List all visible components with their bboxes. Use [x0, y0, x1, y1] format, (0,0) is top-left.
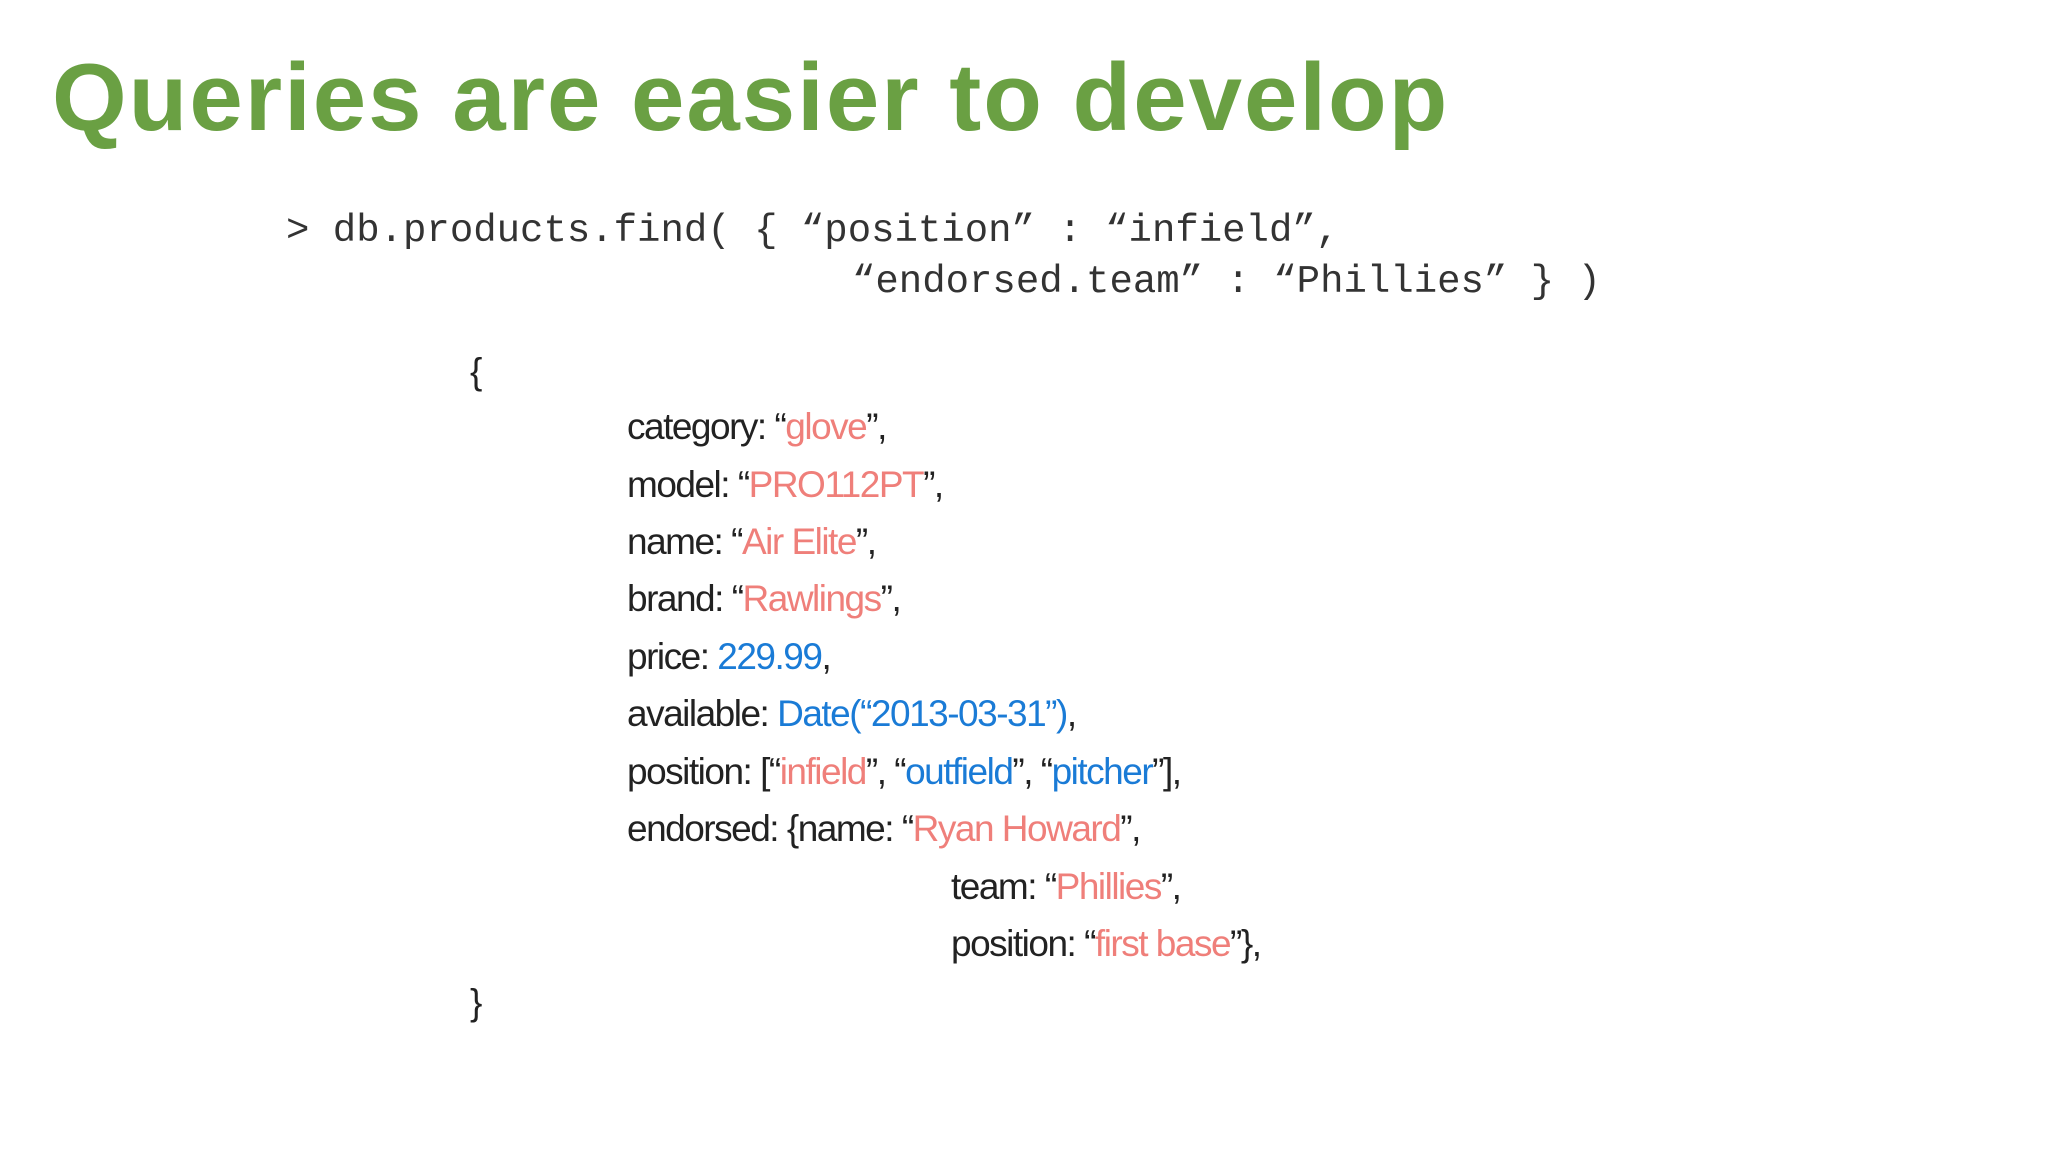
field-suffix: ”,	[866, 406, 887, 447]
field-suffix: ,	[1066, 693, 1077, 734]
query-line-2: “endorsed.team” : “Phillies” } )	[852, 260, 1601, 304]
field-key: brand: “	[627, 578, 744, 619]
slide-title: Queries are easier to develop	[52, 44, 1450, 151]
field-key: price:	[627, 636, 718, 677]
field-key: position: “	[951, 923, 1096, 964]
field-endorsed-position: position: “first base”},	[951, 922, 1262, 966]
field-key: team: “	[951, 866, 1057, 907]
field-value: glove	[785, 406, 867, 447]
field-key: available:	[627, 693, 778, 734]
field-key: model: “	[627, 464, 750, 505]
field-endorsed-team: team: “Phillies”,	[951, 865, 1182, 909]
field-suffix: ”,	[855, 521, 877, 562]
field-value-infield: infield	[779, 751, 868, 792]
field-value-outfield: outfield	[905, 751, 1014, 792]
field-value: Phillies	[1055, 866, 1163, 907]
field-key: position: [“	[627, 751, 781, 792]
document-close-brace: }	[470, 982, 482, 1023]
field-value-pitcher: pitcher	[1051, 751, 1154, 792]
field-key: endorsed: {name: “	[627, 808, 914, 849]
field-value: first base	[1094, 923, 1232, 964]
field-separator: ”, “	[865, 751, 907, 792]
field-price: price: 229.99,	[627, 635, 832, 679]
field-model: model: “PRO112PT”,	[627, 463, 944, 507]
field-category: category: “glove”,	[627, 405, 887, 449]
field-brand: brand: “Rawlings”,	[627, 577, 902, 621]
field-key: name: “	[627, 521, 743, 562]
field-value: Date(“2013-03-31”)	[777, 693, 1068, 734]
field-value: 229.99	[717, 636, 823, 677]
field-value: Air Elite	[741, 521, 857, 562]
field-value: PRO112PT	[748, 464, 925, 505]
field-suffix: ”,	[923, 464, 944, 505]
field-suffix: ”},	[1230, 923, 1262, 964]
field-position: position: [“infield”, “outfield”, “pitch…	[627, 750, 1182, 794]
field-key: category: “	[627, 406, 787, 447]
field-suffix: ”],	[1152, 751, 1182, 792]
field-suffix: ”,	[880, 578, 902, 619]
field-separator: ”, “	[1012, 751, 1053, 792]
field-suffix: ”,	[1160, 866, 1182, 907]
document-open-brace: {	[470, 351, 482, 392]
field-value: Ryan Howard	[912, 808, 1122, 849]
field-suffix: ,	[821, 636, 831, 677]
field-available: available: Date(“2013-03-31”),	[627, 692, 1077, 736]
field-name: name: “Air Elite”,	[627, 520, 877, 564]
query-line-1: > db.products.find( { “position” : “infi…	[286, 209, 1340, 253]
field-value: Rawlings	[742, 578, 883, 619]
field-suffix: ”,	[1120, 808, 1141, 849]
field-endorsed: endorsed: {name: “Ryan Howard”,	[627, 807, 1141, 851]
